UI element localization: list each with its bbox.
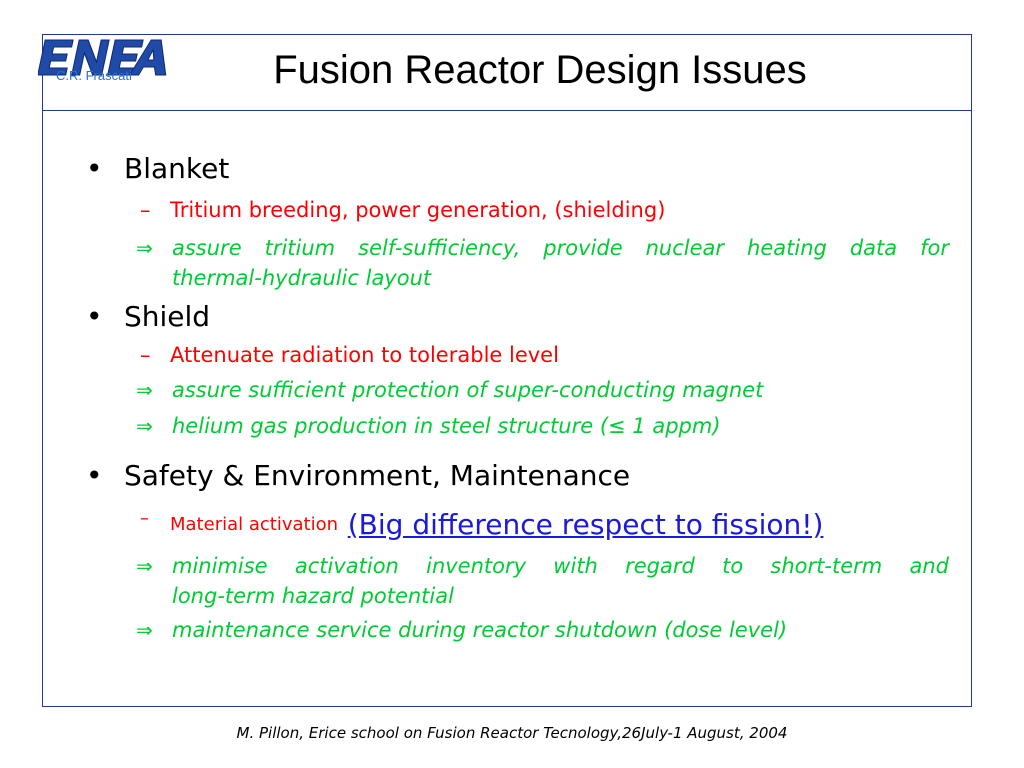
bullet-blanket: • Blanket bbox=[86, 152, 230, 185]
enea-logo-mark bbox=[38, 39, 167, 76]
implication-safety-1-line1: minimise activation inventory with regar… bbox=[172, 554, 949, 578]
implies-arrow-icon: ⇒ bbox=[136, 554, 153, 578]
implication-safety-2: ⇒ maintenance service during reactor shu… bbox=[136, 618, 788, 642]
implication-safety-1-line2: long-term hazard potential bbox=[172, 584, 454, 608]
implication-shield-2: ⇒ helium gas production in steel structu… bbox=[136, 414, 721, 438]
bullet-shield: • Shield bbox=[86, 300, 211, 333]
dash-symbol: – bbox=[140, 198, 151, 222]
implication-blanket-line2: thermal-hydraulic layout bbox=[172, 266, 432, 290]
implies-arrow-icon: ⇒ bbox=[136, 414, 153, 438]
implication-shield-1: ⇒ assure sufficient protection of super-… bbox=[136, 378, 764, 402]
sub-safety-label: Material activation bbox=[170, 514, 338, 535]
sub-safety: – Material activation (Big difference re… bbox=[140, 508, 824, 541]
fission-difference-link[interactable]: (Big difference respect to fission!) bbox=[347, 508, 824, 541]
bullet-shield-label: Shield bbox=[124, 300, 211, 333]
implication-blanket: ⇒ assure tritium self-sufficiency, provi… bbox=[136, 233, 949, 293]
implication-safety-1: ⇒ minimise activation inventory with reg… bbox=[136, 551, 949, 611]
slide-frame bbox=[42, 34, 972, 707]
implication-shield-1-label: assure sufficient protection of super-co… bbox=[172, 378, 764, 402]
sub-shield-label: Attenuate radiation to tolerable level bbox=[170, 343, 559, 367]
logo-subtitle: C.R. Frascati bbox=[56, 68, 132, 83]
implies-arrow-icon: ⇒ bbox=[136, 618, 153, 642]
bullet-symbol: • bbox=[86, 459, 103, 492]
implication-safety-2-label: maintenance service during reactor shutd… bbox=[172, 618, 788, 642]
bullet-symbol: • bbox=[86, 152, 103, 185]
implication-shield-2-label: helium gas production in steel structure… bbox=[172, 414, 721, 438]
implies-arrow-icon: ⇒ bbox=[136, 236, 153, 260]
bullet-safety-label: Safety & Environment, Maintenance bbox=[124, 459, 631, 492]
dash-symbol: – bbox=[140, 343, 151, 367]
enea-logo bbox=[38, 39, 167, 76]
dash-symbol: – bbox=[140, 508, 149, 529]
sub-blanket: – Tritium breeding, power generation, (s… bbox=[140, 198, 666, 222]
sub-blanket-label: Tritium breeding, power generation, (shi… bbox=[170, 198, 666, 222]
slide-footer: M. Pillon, Erice school on Fusion Reacto… bbox=[236, 724, 788, 742]
bullet-blanket-label: Blanket bbox=[124, 152, 230, 185]
slide-title: Fusion Reactor Design Issues bbox=[273, 48, 807, 92]
title-divider bbox=[42, 110, 972, 111]
implication-blanket-line1: assure tritium self-sufficiency, provide… bbox=[172, 236, 949, 260]
bullet-safety: • Safety & Environment, Maintenance bbox=[86, 459, 631, 492]
implies-arrow-icon: ⇒ bbox=[136, 378, 153, 402]
bullet-symbol: • bbox=[86, 300, 103, 333]
sub-shield: – Attenuate radiation to tolerable level bbox=[140, 343, 559, 367]
